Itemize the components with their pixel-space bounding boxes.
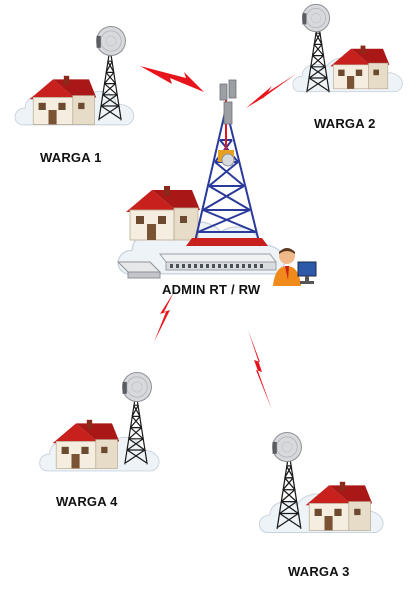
warga-1-label: WARGA 1: [40, 150, 102, 165]
warga-4-label: WARGA 4: [56, 494, 118, 509]
lightning-link-icon: [140, 66, 204, 92]
warga-3-label: WARGA 3: [288, 564, 350, 579]
computer-icon: [297, 261, 317, 284]
warga-3-site: [258, 432, 384, 533]
lightning-link-icon: [246, 74, 296, 108]
dish-antenna-icon: [301, 3, 331, 33]
lightning-link-icon: [248, 330, 272, 410]
house-icon: [29, 75, 97, 125]
admin-label: ADMIN RT / RW: [162, 282, 261, 297]
network-switch-icon: [159, 253, 277, 271]
dish-antenna-icon: [272, 432, 302, 462]
lightning-link-icon: [154, 292, 174, 342]
warga-2-site: [292, 3, 403, 94]
house-icon: [329, 45, 390, 90]
dish-antenna-icon: [96, 26, 126, 56]
warga-2-label: WARGA 2: [314, 116, 376, 131]
main-antenna-tower-icon: [186, 100, 268, 247]
admin-site: [116, 79, 317, 286]
warga-4-site: [39, 372, 160, 472]
warga-1-site: [14, 26, 135, 126]
admin-user-icon: [273, 248, 301, 286]
router-icon: [116, 261, 162, 279]
house-icon: [52, 419, 120, 469]
dish-antenna-icon: [219, 79, 237, 167]
dish-antenna-icon: [122, 372, 152, 402]
house-icon: [305, 481, 373, 531]
house-icon: [125, 185, 201, 241]
